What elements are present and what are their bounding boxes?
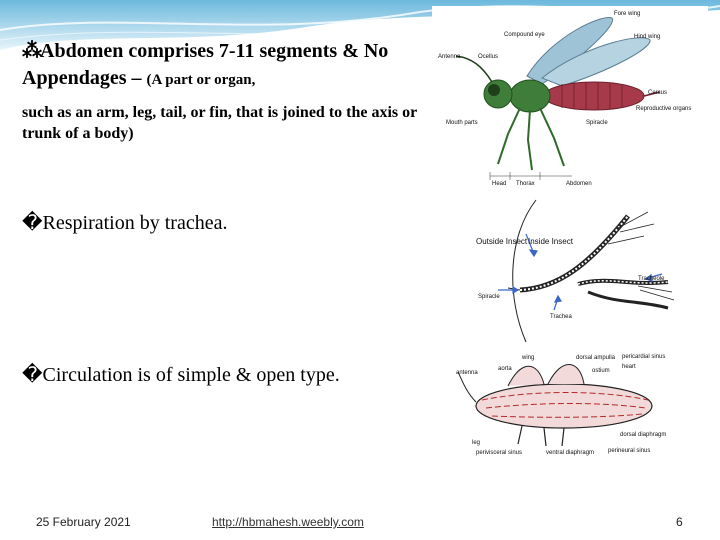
label-abdomen: Abdomen bbox=[566, 181, 592, 187]
label-spiracle: Spiracle bbox=[478, 294, 500, 300]
label-ocellus: Ocellus bbox=[478, 54, 498, 60]
footer-date: 25 February 2021 bbox=[36, 515, 131, 529]
label-fore-wing: Fore wing bbox=[614, 11, 640, 17]
label-reproductive-organs: Reproductive organs bbox=[636, 106, 691, 112]
label-inside-insect: Inside Insect bbox=[528, 237, 574, 246]
label-dorsal-diaphragm: dorsal diaphragm bbox=[620, 432, 666, 438]
label-perivisceral-sinus: perivisceral sinus bbox=[476, 450, 522, 456]
footer-link[interactable]: http://hbmahesh.weebly.com bbox=[212, 515, 364, 529]
label-hind-wing: Hind wing bbox=[634, 34, 660, 40]
label-aorta: aorta bbox=[498, 366, 512, 372]
label-antenna: Antenna bbox=[438, 54, 461, 60]
label-antenna: antenna bbox=[456, 370, 478, 376]
label-dorsal-ampulla: dorsal ampulla bbox=[576, 355, 616, 361]
page-number: 6 bbox=[676, 515, 683, 529]
respiration-text: Respiration by trachea. bbox=[43, 212, 228, 234]
bullet-icon: ⁂ bbox=[22, 38, 40, 65]
label-ventral-diaphragm: ventral diaphragm bbox=[546, 450, 594, 456]
abdomen-sub-text: such as an arm, leg, tail, or fin, that … bbox=[22, 102, 442, 144]
label-head: Head bbox=[492, 181, 506, 187]
label-trachea: Trachea bbox=[550, 314, 572, 320]
label-leg: leg bbox=[472, 440, 480, 446]
label-compound-eye: Compound eye bbox=[504, 32, 545, 38]
label-wing: wing bbox=[521, 355, 534, 361]
abdomen-paren-text: (A part or organ, bbox=[146, 72, 255, 88]
label-tracheole: Tracheole bbox=[638, 276, 665, 282]
label-ostium: ostium bbox=[592, 368, 610, 374]
missing-glyph-icon: � bbox=[22, 212, 43, 234]
trachea-figure: Outside Insect Inside Insect Tracheole S… bbox=[468, 196, 680, 344]
label-mouth-parts: Mouth parts bbox=[446, 120, 478, 126]
bullet-respiration: �Respiration by trachea. bbox=[22, 210, 227, 235]
label-thorax: Thorax bbox=[516, 181, 535, 187]
circulation-text: Circulation is of simple & open type. bbox=[43, 364, 340, 386]
label-heart: heart bbox=[622, 364, 636, 370]
label-spiracle: Spiracle bbox=[586, 120, 608, 126]
label-perineural-sinus: perineural sinus bbox=[608, 448, 650, 454]
bullet-circulation: �Circulation is of simple & open type. bbox=[22, 360, 402, 391]
missing-glyph-icon: � bbox=[22, 364, 43, 386]
label-outside-insect: Outside Insect bbox=[476, 237, 528, 246]
label-cercus: Cercus bbox=[648, 90, 667, 96]
circulation-figure: wing dorsal ampulla pericardial sinus an… bbox=[452, 350, 674, 460]
label-pericardial-sinus: pericardial sinus bbox=[622, 354, 665, 360]
bullet-abdomen: ⁂Abdomen comprises 7-11 segments & No Ap… bbox=[22, 38, 442, 144]
insect-anatomy-figure: Fore wing Compound eye Hind wing Antenna… bbox=[432, 6, 708, 188]
